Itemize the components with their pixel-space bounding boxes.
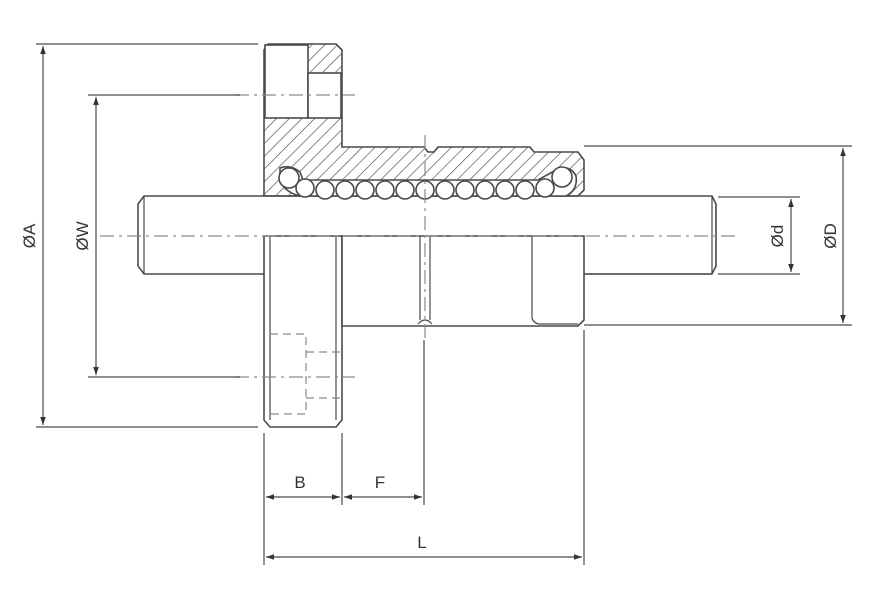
ball-row	[278, 166, 573, 200]
label-F: F	[375, 473, 385, 492]
label-diameter-W: ØW	[73, 221, 92, 250]
bearing-upper-section	[263, 43, 585, 200]
centerlines	[100, 94, 740, 378]
dimension-d: Ød	[718, 196, 800, 275]
label-diameter-A: ØA	[20, 223, 39, 248]
label-diameter-D: ØD	[821, 223, 840, 249]
dimension-L: L	[266, 330, 585, 565]
dimension-A: ØA	[20, 43, 258, 428]
label-B: B	[294, 473, 305, 492]
bearing-lower-view	[263, 235, 712, 428]
label-L: L	[417, 533, 426, 552]
dimension-B-F: B F	[263, 340, 425, 565]
label-diameter-d: Ød	[768, 225, 787, 248]
dimension-W: ØW	[73, 94, 240, 378]
dimension-D: ØD	[584, 145, 852, 326]
